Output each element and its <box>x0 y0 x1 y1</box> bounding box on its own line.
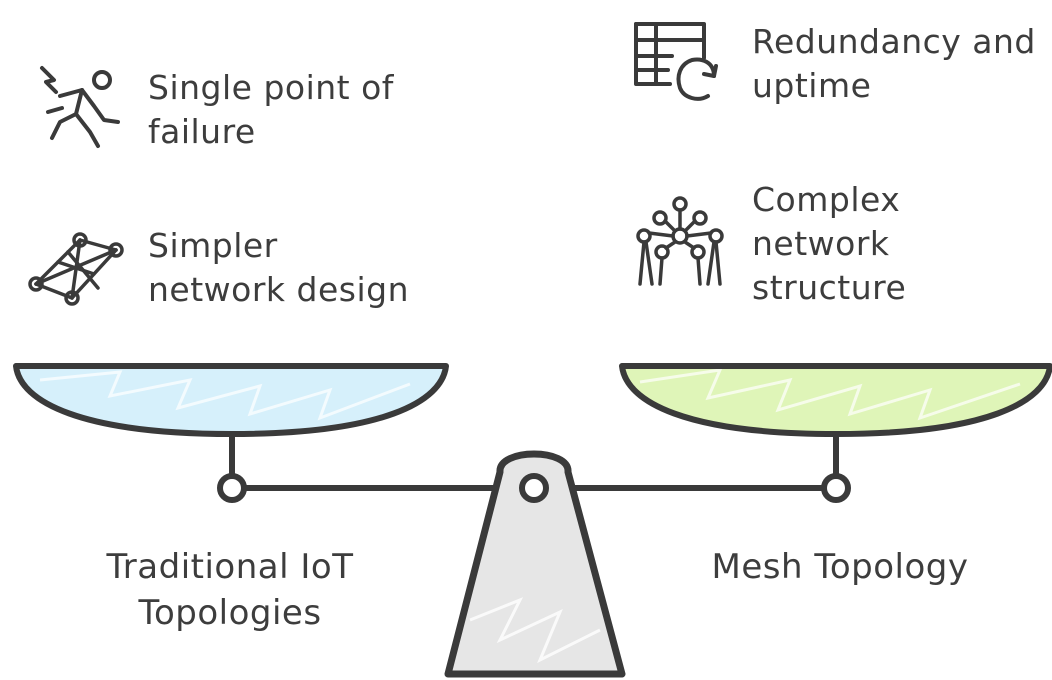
point-simpler-network-design: Simpler network design <box>148 226 409 309</box>
molecule-structure-icon <box>636 196 724 286</box>
network-graph-icon <box>28 232 124 306</box>
label-mesh-topology: Mesh Topology <box>711 547 969 587</box>
right-pan <box>619 363 1052 503</box>
point-single-point-of-failure: Single point of failure <box>148 68 394 151</box>
point-complex-network-structure: Complex network structure <box>752 180 907 307</box>
point-redundancy-and-uptime: Redundancy and uptime <box>752 22 1036 105</box>
label-traditional-iot-topologies: Traditional IoT Topologies <box>106 547 354 633</box>
table-refresh-icon <box>634 22 718 101</box>
fulcrum <box>444 450 626 678</box>
falling-person-icon <box>40 66 120 148</box>
left-pan <box>13 363 449 503</box>
